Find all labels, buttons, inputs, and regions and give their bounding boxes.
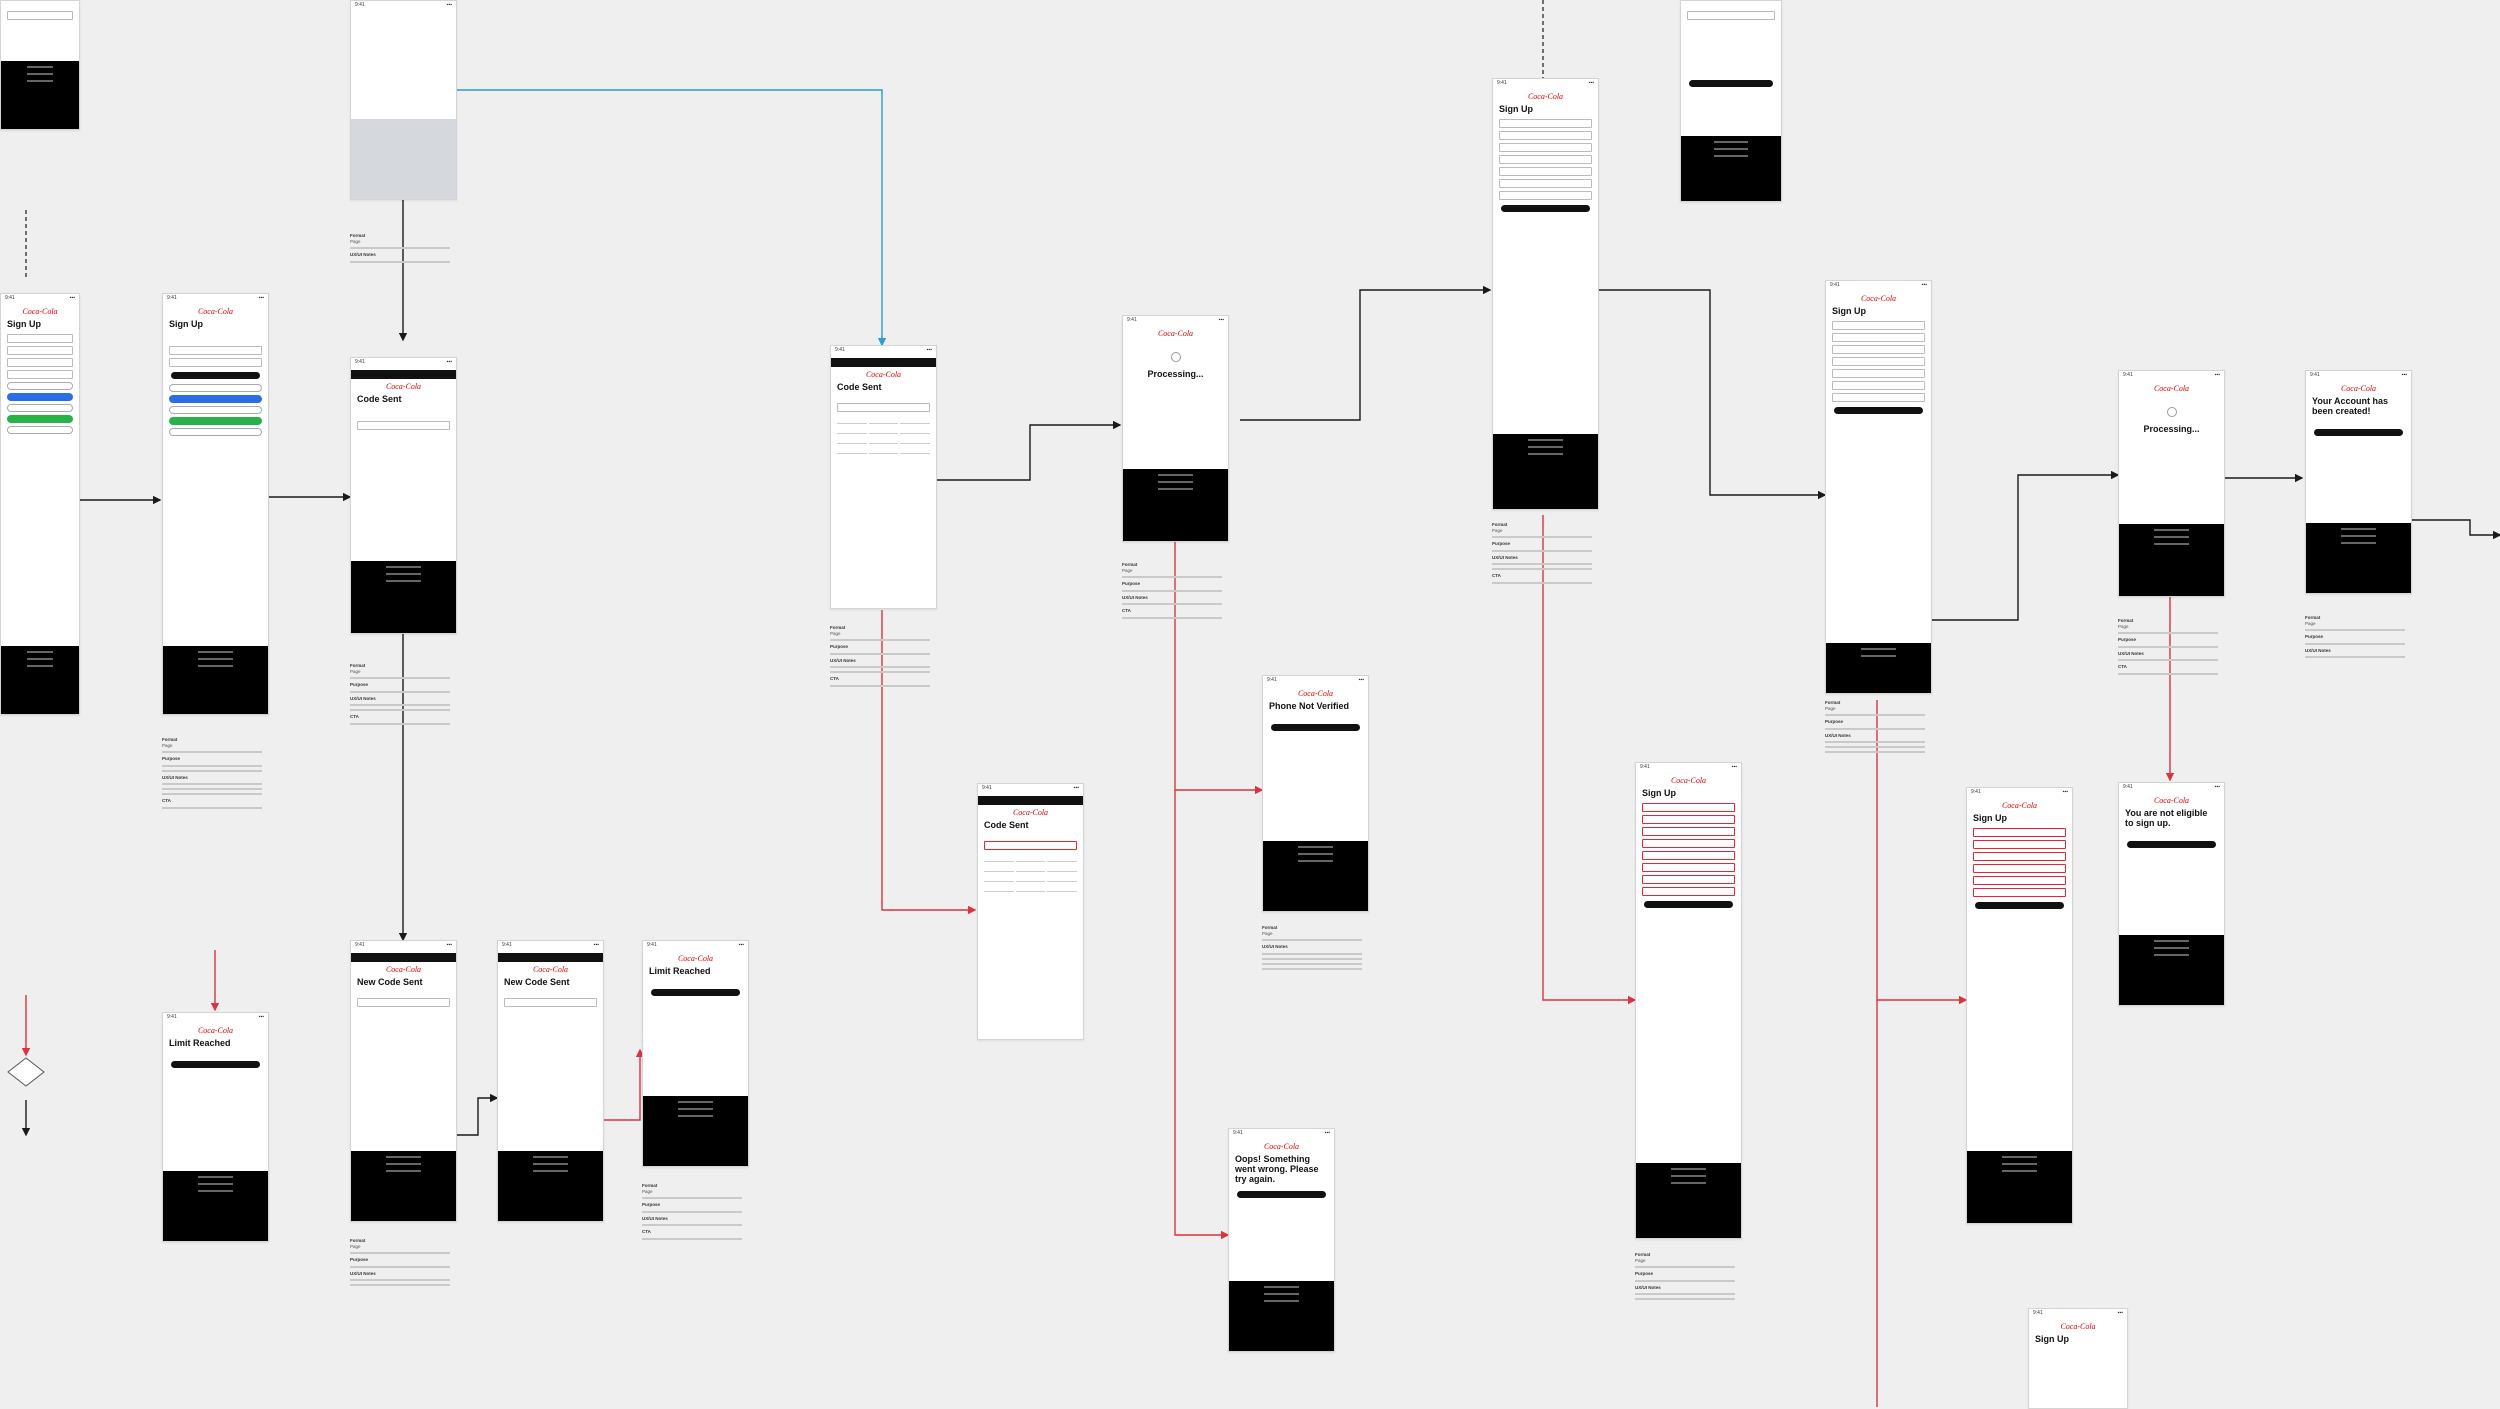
screen-title: Phone Not Verified <box>1269 701 1350 711</box>
numeric-keypad <box>837 416 930 454</box>
connector-created-to-next <box>2410 519 2500 540</box>
screen-title: Sign Up <box>1832 306 1866 316</box>
screen-sign-up-form: 9:41▪▪▪ Coca-Cola Sign Up <box>1492 78 1599 510</box>
alt-connector-form-to-errors <box>1542 515 1637 1005</box>
alt-connector-code-to-error-code <box>881 610 977 915</box>
screen-title: Sign Up <box>1973 813 2007 823</box>
screen-code-sent-error: 9:41▪▪▪ Coca-Cola Code Sent <box>977 783 1084 1040</box>
screen-sign-up-errors: 9:41▪▪▪ Coca-Cola Sign Up <box>1635 762 1742 1239</box>
screen-partial-top-left <box>0 0 80 130</box>
screen-phone-not-verified: 9:41▪▪▪ Coca-Cola Phone Not Verified <box>1262 675 1369 912</box>
alt-connector-limit <box>602 1048 645 1121</box>
screen-partial-top-right <box>1680 0 1782 202</box>
screen-code-sent-keypad: 9:41▪▪▪ Coca-Cola Code Sent <box>830 345 937 609</box>
screen-title: Code Sent <box>837 382 882 392</box>
screen-title: Sign Up <box>1642 788 1676 798</box>
screen-limit-reached-left: 9:41▪▪▪ Coca-Cola Limit Reached <box>162 1012 269 1242</box>
screen-title: Code Sent <box>357 394 402 404</box>
screen-sign-up-errors-2: 9:41▪▪▪ Coca-Cola Sign Up <box>1966 787 2073 1224</box>
spinner-icon <box>1170 352 1181 362</box>
screen-title: Sign Up <box>1499 104 1533 114</box>
screen-new-code-sent-1: 9:41▪▪▪ Coca-Cola New Code Sent <box>350 940 457 1222</box>
spinner-icon <box>2166 407 2177 417</box>
screen-code-sent: 9:41▪▪▪ Coca-Cola Code Sent <box>350 357 457 634</box>
screen-processing: 9:41▪▪▪ Coca-Cola Processing... <box>1122 315 1229 542</box>
screen-title: New Code Sent <box>504 977 570 987</box>
alt-connector-processing-to-oops <box>1174 790 1230 1240</box>
screen-title: Sign Up <box>7 319 41 329</box>
screen-title: Limit Reached <box>649 966 711 976</box>
connector-code-sent-to-entry <box>930 420 1122 481</box>
screen-something-wrong: 9:41▪▪▪ Coca-Cola Oops! Something went w… <box>1228 1128 1335 1352</box>
screen-title: New Code Sent <box>357 977 423 987</box>
screen-processing-2: 9:41▪▪▪ Coca-Cola Processing... <box>2118 370 2225 597</box>
screen-title: Sign Up <box>2035 1334 2069 1344</box>
screen-sms-keyboard: 9:41▪▪▪ <box>350 0 457 200</box>
link-connector-keyboard-to-code <box>455 89 887 347</box>
screen-title: Limit Reached <box>169 1038 231 1048</box>
screen-new-code-sent-2: 9:41▪▪▪ Coca-Cola New Code Sent <box>497 940 604 1222</box>
screen-not-eligible: 9:41▪▪▪ Coca-Cola You are not eligible t… <box>2118 782 2225 1006</box>
screen-sign-up-bottom: 9:41▪▪▪ Coca-Cola Sign Up <box>2028 1308 2128 1409</box>
screen-title: Sign Up <box>169 319 203 329</box>
screen-sign-up-phone: 9:41▪▪▪ Coca-Cola Sign Up <box>162 293 269 715</box>
numeric-keypad <box>984 854 1077 892</box>
screen-title: Your Account has been created! <box>2312 396 2389 416</box>
connector-new-code-to-new-code <box>455 1093 499 1136</box>
screen-sign-up-left: 9:41▪▪▪ Coca-Cola Sign Up <box>0 293 80 715</box>
connector-processing-to-signup-form <box>1240 285 1492 421</box>
screen-title: Processing... <box>2143 424 2200 434</box>
decision-node <box>7 1057 45 1087</box>
screen-title: Oops! Something went wrong. Please try a… <box>1235 1154 1319 1184</box>
screen-title: Processing... <box>1147 369 1204 379</box>
screen-sign-up-filled: 9:41▪▪▪ Coca-Cola Sign Up <box>1825 280 1932 694</box>
screen-limit-reached: 9:41▪▪▪ Coca-Cola Limit Reached <box>642 940 749 1167</box>
connector-signup-form-to-details <box>1595 289 1827 500</box>
screen-title: You are not eligible to sign up. <box>2125 808 2208 828</box>
keyboard <box>351 119 456 199</box>
connector-details-to-processing <box>1930 470 2120 621</box>
screen-title: Code Sent <box>984 820 1029 830</box>
screen-account-created: 9:41▪▪▪ Coca-Cola Your Account has been … <box>2305 370 2412 594</box>
